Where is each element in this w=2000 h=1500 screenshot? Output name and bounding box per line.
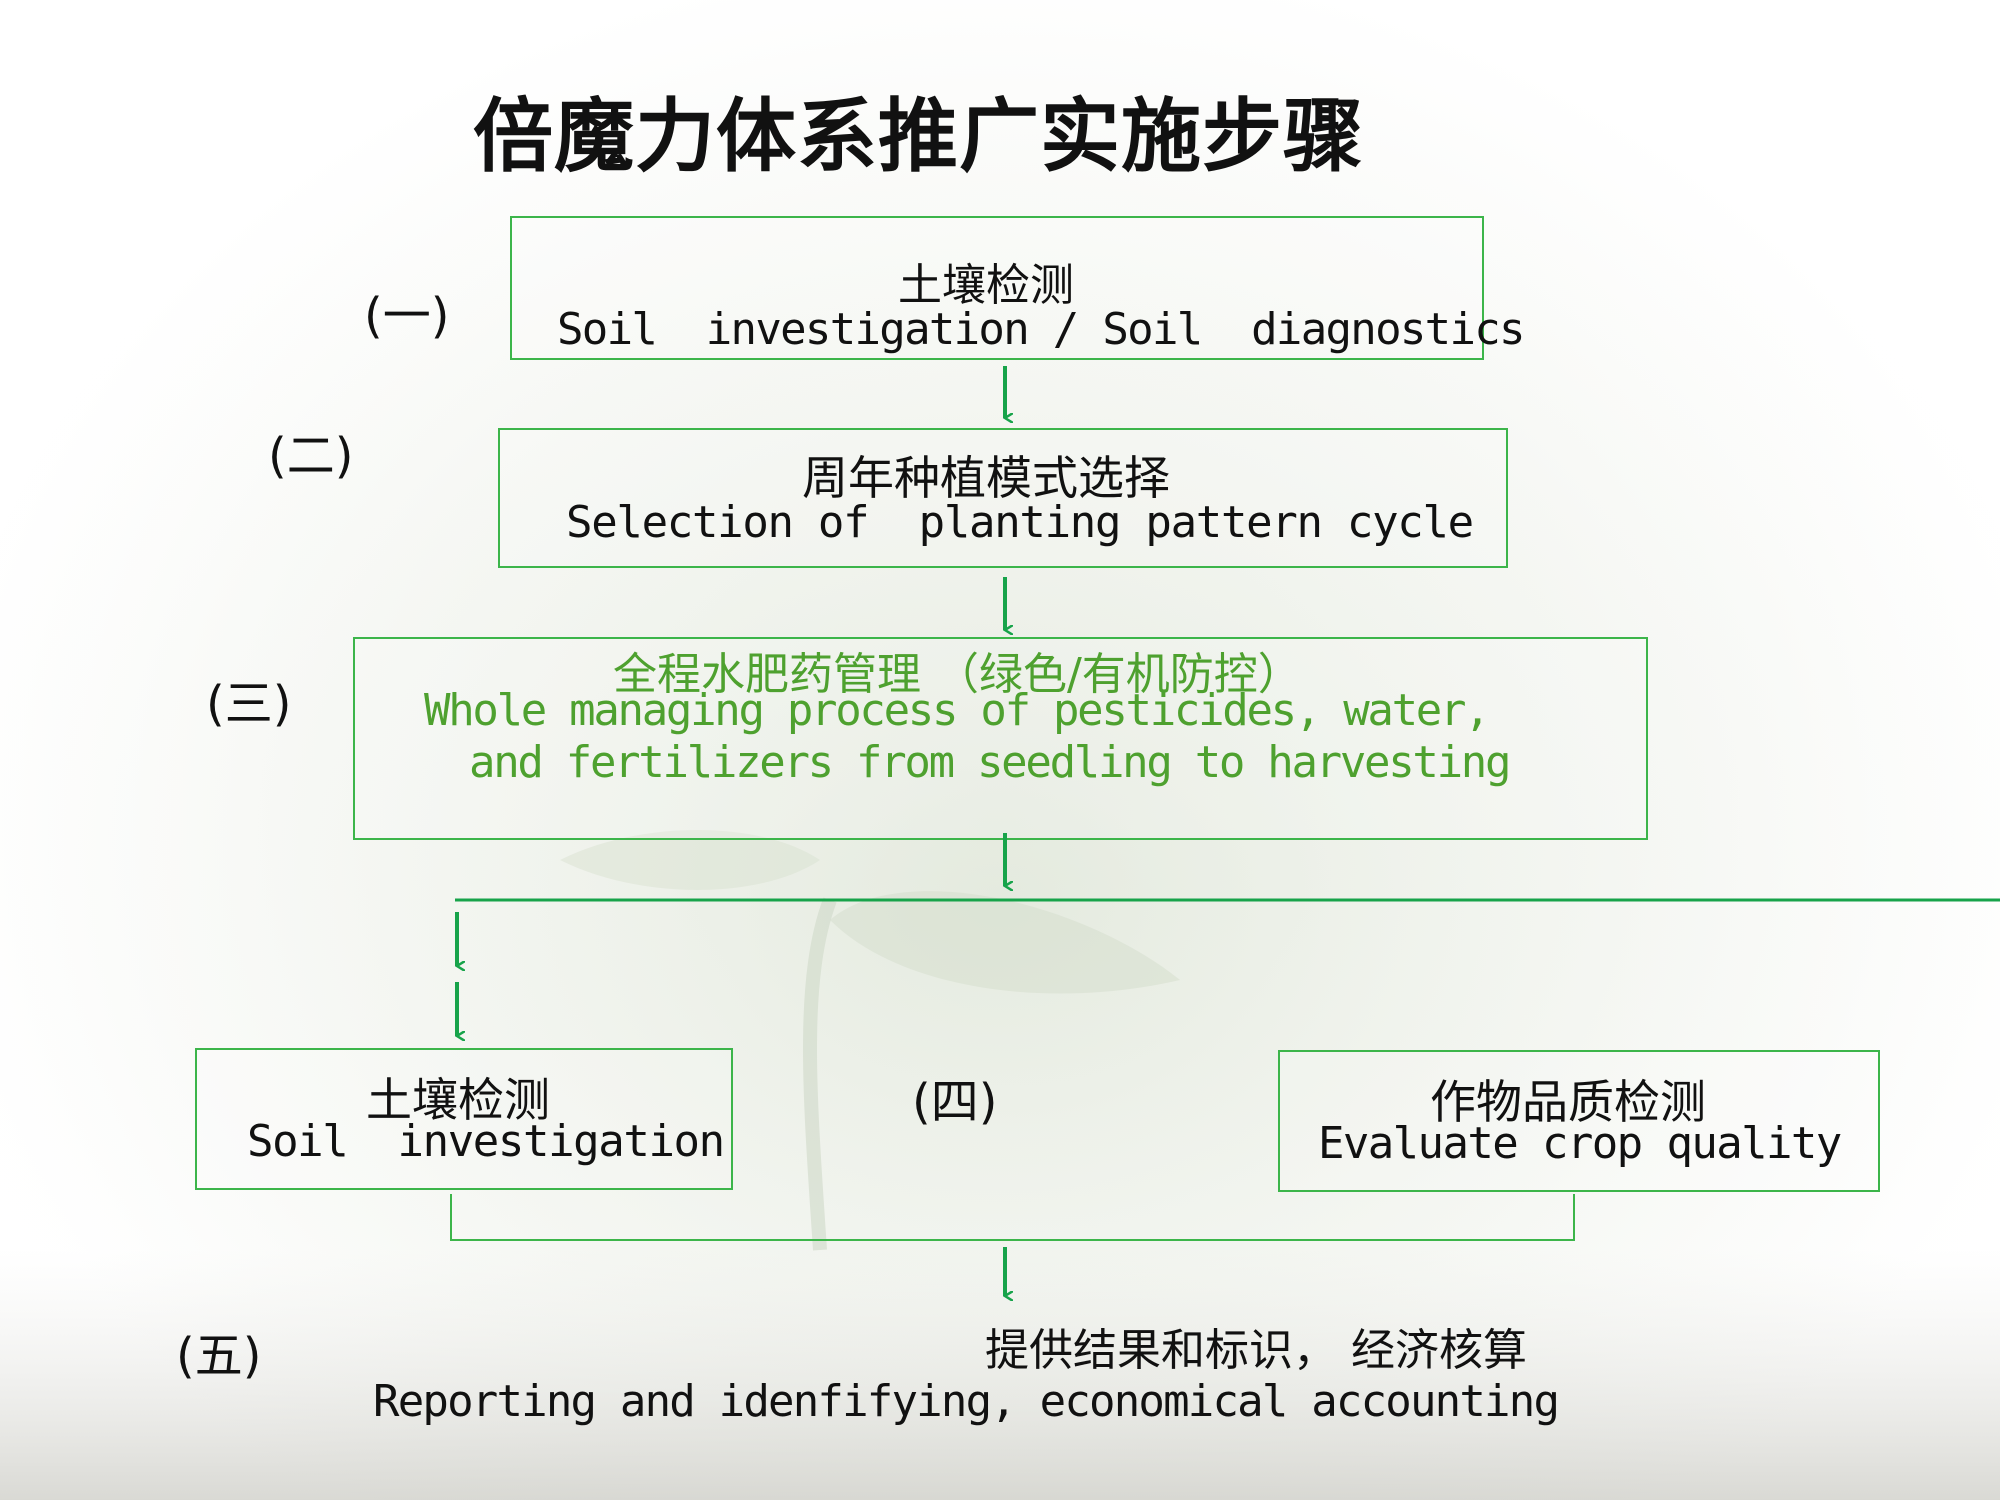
step4-left-box <box>195 1048 733 1190</box>
step4-right-box <box>1278 1050 1880 1192</box>
step3-title-en-line1: Whole managing process of pesticides, wa… <box>424 685 1491 736</box>
step1-marker: (一) <box>364 288 450 344</box>
step3-title-zh: 全程水肥药管理 （绿色/有机防控） <box>613 649 1302 700</box>
step2-marker: (二) <box>268 428 354 484</box>
page-title: 倍魔力体系推广实施步骤 <box>473 90 1364 183</box>
step2-box <box>498 428 1508 568</box>
step3-box <box>353 637 1648 840</box>
step5-marker: (五) <box>176 1328 262 1384</box>
step4-right-title-en: Evaluate crop quality <box>1318 1118 1842 1169</box>
step3-marker: (三) <box>206 676 292 732</box>
step4-left-title-en: Soil investigation <box>247 1116 725 1167</box>
step5-title-zh: 提供结果和标识， 经济核算 <box>985 1325 1527 1376</box>
step3-title-en-line2: and fertilizers from seedling to harvest… <box>469 737 1511 788</box>
step2-title-en: Selection of planting pattern cycle <box>566 497 1474 548</box>
step1-box <box>510 216 1484 360</box>
step4-left-title-zh: 土壤检测 <box>366 1073 550 1127</box>
step2-title-zh: 周年种植模式选择 <box>802 451 1170 505</box>
merge-bracket <box>450 1194 1575 1241</box>
step4-marker: (四) <box>912 1074 998 1130</box>
step5-title-en: Reporting and idenfifying, economical ac… <box>373 1376 1560 1427</box>
step1-title-en: Soil investigation / Soil diagnostics <box>557 304 1526 355</box>
step1-title-zh: 土壤检测 <box>898 260 1074 311</box>
step4-right-title-zh: 作物品质检测 <box>1430 1075 1706 1129</box>
